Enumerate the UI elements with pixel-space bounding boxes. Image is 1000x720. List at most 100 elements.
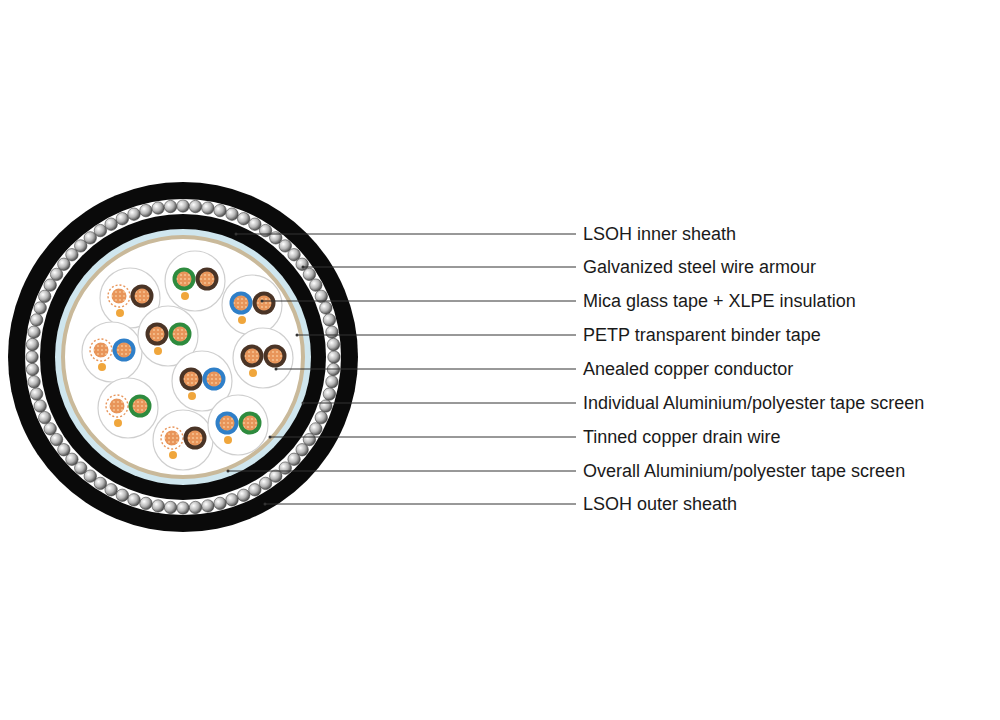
leader-dot xyxy=(302,402,305,405)
copper-conductor xyxy=(257,296,272,311)
screened-pair xyxy=(233,328,293,388)
leader-line xyxy=(270,437,576,438)
callout-label: PETP transparent binder tape xyxy=(582,324,822,346)
armour-wire xyxy=(303,268,315,280)
armour-wire xyxy=(152,202,164,214)
core-insulation xyxy=(129,395,152,418)
copper-conductor xyxy=(268,349,283,364)
individual-screen xyxy=(222,275,282,335)
copper-conductor xyxy=(234,296,249,311)
armour-wire xyxy=(28,326,40,338)
armour-wire xyxy=(270,470,282,482)
individual-screen xyxy=(165,251,225,311)
core-insulation xyxy=(180,368,203,391)
copper-conductor xyxy=(177,272,192,287)
leader-line xyxy=(228,471,576,472)
copper-conductor xyxy=(173,327,188,342)
screened-pair xyxy=(208,395,268,455)
core-insulation xyxy=(113,339,136,362)
armour-wire xyxy=(44,423,56,435)
armour-wire xyxy=(94,224,106,236)
armour-wire xyxy=(30,314,42,326)
copper-conductor xyxy=(243,416,258,431)
armour-wire xyxy=(26,363,38,375)
armour-wire xyxy=(320,302,332,314)
leader-dot xyxy=(235,233,238,236)
individual-screen xyxy=(82,322,142,382)
armour-wire xyxy=(177,502,189,514)
armour-wire xyxy=(237,489,249,501)
armour-wire xyxy=(323,314,335,326)
armour-wire xyxy=(152,500,164,512)
leader-line xyxy=(236,234,576,235)
armour-bed xyxy=(25,199,341,515)
copper-conductor xyxy=(150,327,165,342)
leader-dot xyxy=(264,503,267,506)
copper-conductor xyxy=(112,289,127,304)
individual-screen xyxy=(208,395,268,455)
leader-dot xyxy=(275,368,278,371)
callout-label: Overall Aluminium/polyester tape screen xyxy=(582,460,906,482)
copper-conductor xyxy=(188,431,203,446)
armour-wire xyxy=(39,411,51,423)
leader-line xyxy=(303,267,576,268)
armour-wire xyxy=(214,497,226,509)
armour-wire xyxy=(44,279,56,291)
individual-screen xyxy=(233,328,293,388)
core-insulation xyxy=(264,345,287,368)
armour-wire xyxy=(164,501,176,513)
screened-pair xyxy=(82,322,142,382)
armour-wire xyxy=(328,351,340,363)
binder-tape xyxy=(63,237,303,477)
leader-dot xyxy=(269,436,272,439)
armour-wire xyxy=(310,279,322,291)
core-insulation xyxy=(253,292,276,315)
copper-conductor xyxy=(200,272,215,287)
armour-wire xyxy=(189,200,201,212)
core-insulation xyxy=(108,285,130,307)
armour-wire xyxy=(50,433,62,445)
armour-wire xyxy=(116,489,128,501)
armour-wire xyxy=(202,202,214,214)
screened-pair xyxy=(98,378,158,438)
drain-wire xyxy=(181,292,189,300)
overall-screen xyxy=(55,229,311,485)
drain-wire xyxy=(188,392,196,400)
drain-wire xyxy=(224,436,232,444)
armour-wire xyxy=(226,208,238,220)
leader-line xyxy=(262,301,576,302)
callout-label: LSOH inner sheath xyxy=(582,223,737,245)
armour-wire xyxy=(94,477,106,489)
armour-wire xyxy=(140,204,152,216)
armour-wire xyxy=(259,477,271,489)
screened-pair xyxy=(153,410,213,470)
core-insulation xyxy=(106,395,128,417)
copper-conductor xyxy=(184,372,199,387)
leader-line xyxy=(297,335,576,336)
copper-conductor xyxy=(220,416,235,431)
armour-wire xyxy=(202,500,214,512)
armour-wire xyxy=(128,208,140,220)
armour-wire xyxy=(177,200,189,212)
armour-wire xyxy=(26,338,38,350)
armour-wire xyxy=(320,400,332,412)
armour-wire xyxy=(315,411,327,423)
copper-conductor xyxy=(245,349,260,364)
armour-wire xyxy=(39,290,51,302)
armour-wire xyxy=(296,258,308,270)
screened-pair xyxy=(222,275,282,335)
armour-wire xyxy=(303,433,315,445)
armour-wire xyxy=(164,200,176,212)
leader-line xyxy=(276,369,576,370)
armour-wire xyxy=(34,400,46,412)
armour-wire xyxy=(26,351,38,363)
core-insulation xyxy=(241,345,264,368)
leader-line xyxy=(265,504,576,505)
callout-label: LSOH outer sheath xyxy=(582,493,738,515)
copper-conductor xyxy=(110,399,125,414)
armour-wire xyxy=(105,218,117,230)
armour-wire xyxy=(237,213,249,225)
core-insulation xyxy=(90,339,112,361)
